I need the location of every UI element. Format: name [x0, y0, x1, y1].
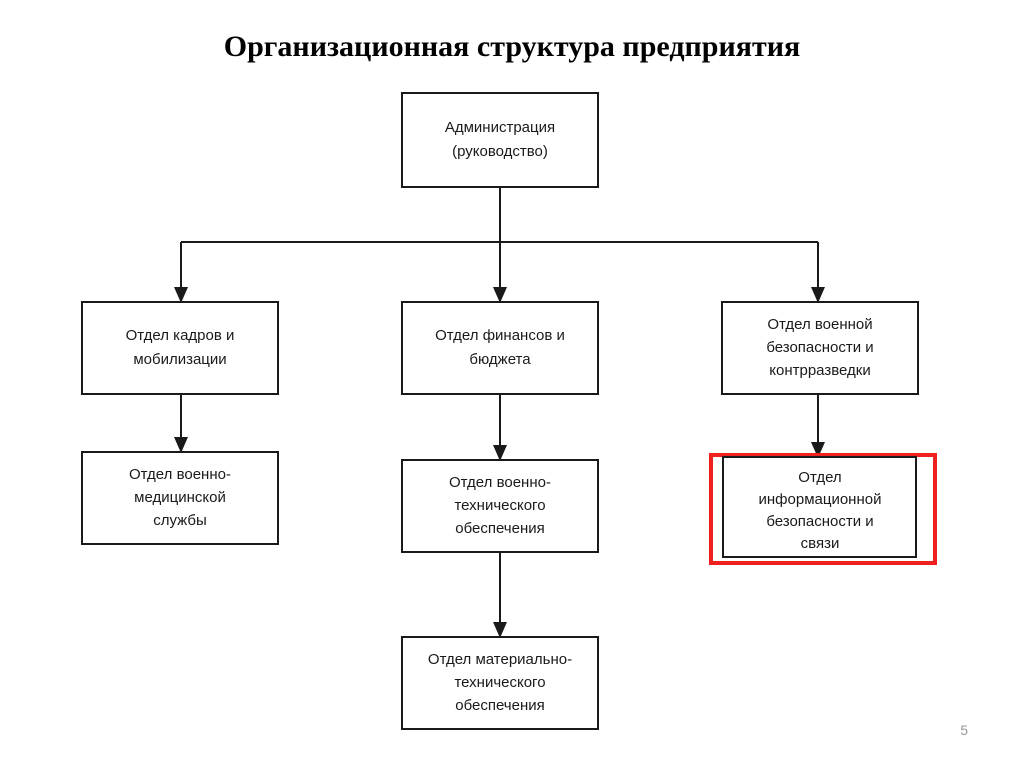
node-material-technical-support-line-3: обеспечения: [455, 697, 545, 714]
node-hr-mobilization-line-1: Отдел кадров и: [126, 327, 235, 344]
arrow-head-hr-to-medical: [174, 437, 188, 453]
page-number: 5: [960, 722, 968, 738]
node-material-technical-support[interactable]: Отдел материально- технического обеспече…: [401, 636, 599, 730]
node-material-technical-support-line-2: технического: [454, 674, 545, 691]
node-military-technical-support[interactable]: Отдел военно- технического обеспечения: [401, 459, 599, 553]
node-military-technical-support-box[interactable]: [401, 459, 599, 553]
node-information-security-box[interactable]: [722, 456, 917, 558]
node-military-technical-support-line-1: Отдел военно-: [449, 474, 551, 491]
node-information-security-line-1: Отдел: [798, 469, 841, 486]
node-military-medical-service-box[interactable]: [81, 451, 279, 545]
arrow-head-miltech-to-mattech: [493, 622, 507, 638]
node-administration[interactable]: Администрация (руководство): [401, 92, 599, 188]
node-hr-mobilization[interactable]: Отдел кадров и мобилизации: [81, 301, 279, 395]
arrow-head-admin-to-hr: [174, 287, 188, 303]
node-military-security-line-3: контрразведки: [769, 362, 870, 379]
node-hr-mobilization-box[interactable]: [81, 301, 279, 395]
node-finance-budget-line-2: бюджета: [469, 351, 531, 368]
node-administration-line-2: (руководство): [452, 143, 548, 160]
node-information-security-line-2: информационной: [759, 491, 882, 508]
node-information-security-line-4: связи: [801, 535, 840, 552]
page-title: Организационная структура предприятия: [223, 30, 801, 63]
node-military-technical-support-line-2: технического: [454, 497, 545, 514]
node-military-security-box[interactable]: [721, 301, 919, 395]
node-military-medical-service-line-2: медицинской: [134, 489, 226, 506]
node-finance-budget-line-1: Отдел финансов и: [435, 327, 565, 344]
node-military-medical-service-line-3: службы: [153, 512, 207, 529]
node-hr-mobilization-line-2: мобилизации: [133, 351, 226, 368]
node-military-technical-support-line-3: обеспечения: [455, 520, 545, 537]
node-military-security-line-2: безопасности и: [766, 339, 873, 356]
connector-group: [174, 187, 825, 638]
node-finance-budget-box[interactable]: [401, 301, 599, 395]
highlight-border-information-security: [709, 453, 937, 565]
arrow-head-security-to-infosec: [811, 442, 825, 458]
arrow-head-admin-to-security: [811, 287, 825, 303]
node-material-technical-support-line-1: Отдел материально-: [428, 651, 572, 668]
node-information-security-line-3: безопасности и: [766, 513, 873, 530]
arrow-head-finance-to-miltech: [493, 445, 507, 461]
node-military-medical-service-line-1: Отдел военно-: [129, 466, 231, 483]
node-administration-box[interactable]: [401, 92, 599, 188]
node-material-technical-support-box[interactable]: [401, 636, 599, 730]
node-military-medical-service[interactable]: Отдел военно- медицинской службы: [81, 451, 279, 545]
arrow-head-admin-to-finance: [493, 287, 507, 303]
node-finance-budget[interactable]: Отдел финансов и бюджета: [401, 301, 599, 395]
node-military-security[interactable]: Отдел военной безопасности и контрразвед…: [721, 301, 919, 395]
node-information-security[interactable]: Отдел информационной безопасности и связ…: [709, 453, 937, 565]
node-administration-line-1: Администрация: [445, 119, 555, 136]
node-military-security-line-1: Отдел военной: [767, 316, 872, 333]
